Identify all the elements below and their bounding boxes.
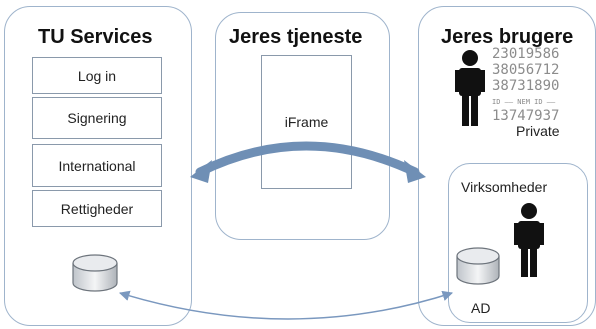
svg-text:38731890: 38731890 <box>492 78 559 94</box>
menu-item-international[interactable]: International <box>32 144 162 187</box>
svg-text:13747937: 13747937 <box>492 108 559 124</box>
private-label: Private <box>516 123 560 139</box>
svg-text:38056712: 38056712 <box>492 62 559 78</box>
person-icon <box>455 50 485 126</box>
iframe-label: iFrame <box>284 114 329 130</box>
jeres-brugere-title: Jeres brugere <box>441 26 574 48</box>
svg-text:ID —— NEM ID ——: ID —— NEM ID —— <box>492 98 556 106</box>
double-arrow-icon <box>190 141 426 183</box>
menu-item-log-in[interactable]: Log in <box>32 57 162 94</box>
database-icon <box>72 254 118 292</box>
jeres-tjeneste-title: Jeres tjeneste <box>229 26 363 48</box>
menu-item-rettigheder[interactable]: Rettigheder <box>32 190 162 227</box>
tu-services-title: TU Services <box>38 26 153 48</box>
menu-item-signering[interactable]: Signering <box>32 97 162 139</box>
iframe-box: iFrame <box>261 55 352 189</box>
sync-arrow <box>118 290 453 320</box>
database-icon <box>456 247 500 285</box>
person-icon <box>514 203 544 277</box>
virksomheder-title: Virksomheder <box>461 179 548 195</box>
svg-text:23019586: 23019586 <box>492 46 559 62</box>
ad-label: AD <box>471 300 491 316</box>
id-card-icon: 23019586 38056712 38731890 ID —— NEM ID … <box>492 46 559 124</box>
